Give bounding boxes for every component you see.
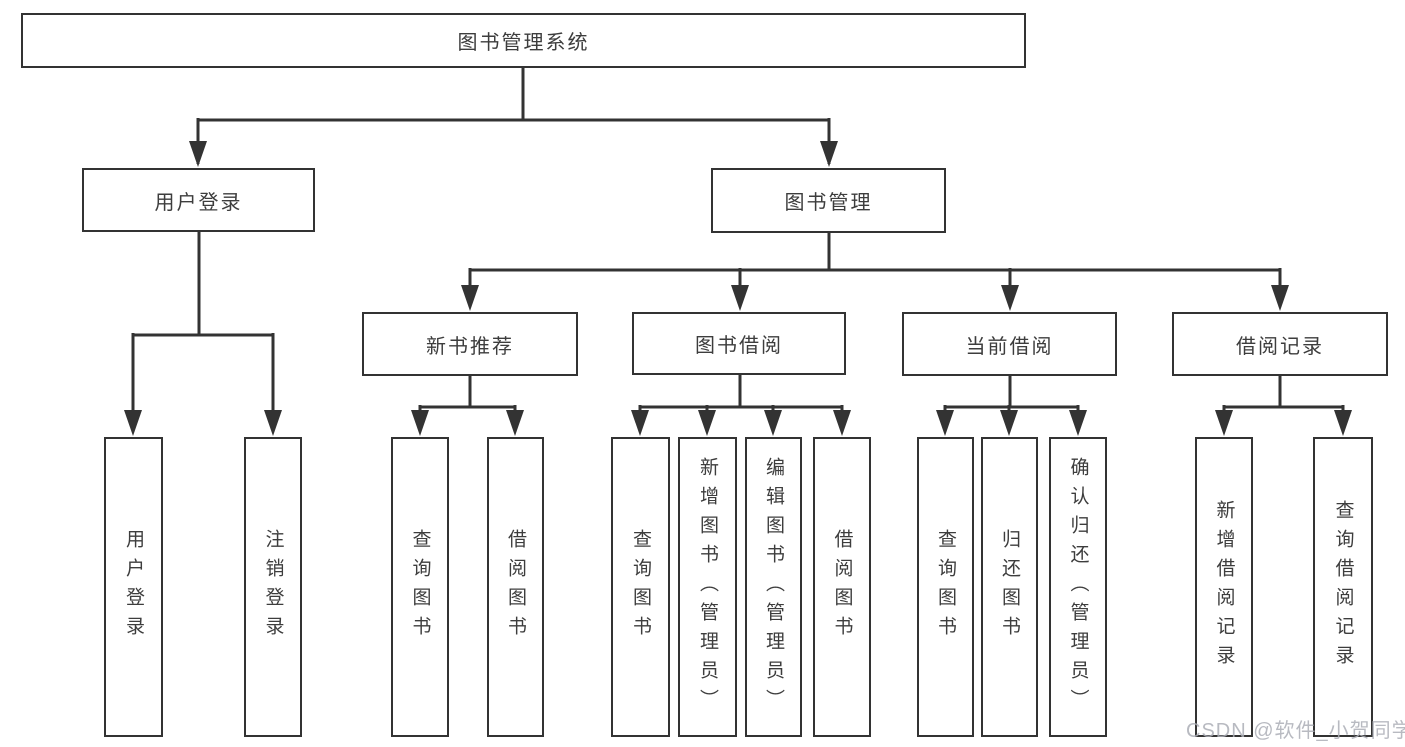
leaf-add-books-admin: 新增图书（管理员） (678, 437, 737, 737)
leaf-label: 查询图书 (630, 529, 651, 645)
node-current-borrow: 当前借阅 (902, 312, 1117, 376)
csdn-watermark: CSDN @软件_小贺同学 (1186, 720, 1405, 742)
leaf-logout: 注销登录 (244, 437, 302, 737)
leaf-edit-books-admin: 编辑图书（管理员） (745, 437, 802, 737)
leaf-label: 确认归还（管理员） (1067, 456, 1089, 718)
leaf-borrow-books: 借阅图书 (813, 437, 871, 737)
node-book-borrow: 图书借阅 (632, 312, 846, 375)
node-label: 新书推荐 (426, 335, 514, 358)
leaf-query-books: 查询图书 (611, 437, 670, 737)
leaf-query-books: 查询图书 (917, 437, 974, 737)
leaf-label: 借阅图书 (831, 529, 853, 645)
leaf-label: 查询借阅记录 (1332, 500, 1354, 674)
node-user-login: 用户登录 (82, 168, 315, 232)
leaf-label: 归还图书 (999, 529, 1020, 645)
leaf-label: 查询图书 (409, 529, 431, 645)
leaf-confirm-return-admin: 确认归还（管理员） (1049, 437, 1107, 737)
leaf-borrow-books: 借阅图书 (487, 437, 544, 737)
node-label: 用户登录 (154, 191, 243, 214)
leaf-user-login: 用户登录 (104, 437, 163, 737)
leaf-label: 注销登录 (262, 529, 284, 645)
node-new-book-recommend: 新书推荐 (362, 312, 578, 376)
leaf-query-books: 查询图书 (391, 437, 449, 737)
leaf-label: 查询图书 (935, 529, 956, 645)
node-library-system-root: 图书管理系统 (21, 13, 1026, 68)
leaf-add-borrow-record: 新增借阅记录 (1195, 437, 1253, 737)
leaf-label: 新增借阅记录 (1213, 500, 1235, 674)
node-label: 当前借阅 (965, 335, 1054, 358)
leaf-label: 编辑图书（管理员） (763, 456, 784, 718)
leaf-return-books: 归还图书 (981, 437, 1038, 737)
leaf-label: 用户登录 (123, 529, 144, 645)
leaf-query-borrow-record: 查询借阅记录 (1313, 437, 1373, 737)
leaf-label: 新增图书（管理员） (697, 456, 718, 718)
node-book-management: 图书管理 (711, 168, 946, 233)
node-borrow-records: 借阅记录 (1172, 312, 1388, 376)
node-label: 图书借阅 (695, 335, 783, 357)
node-label: 图书管理 (784, 192, 873, 214)
node-label: 借阅记录 (1236, 335, 1324, 358)
node-label: 图书管理系统 (457, 32, 590, 54)
leaf-label: 借阅图书 (505, 529, 526, 645)
